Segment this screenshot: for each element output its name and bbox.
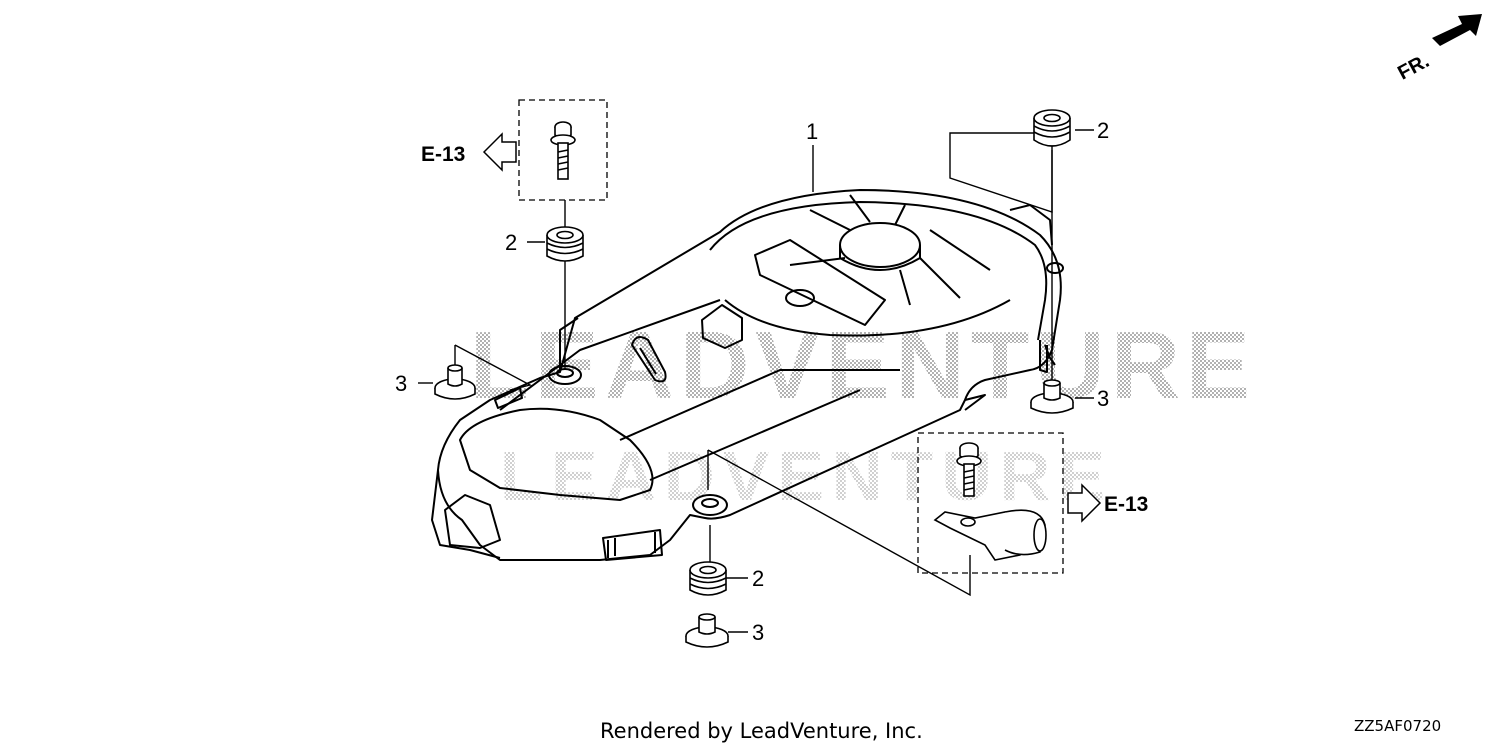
collar-left xyxy=(434,364,476,400)
collar-bottom xyxy=(685,613,729,648)
front-direction-arrow-icon xyxy=(1432,14,1482,46)
reference-label-left: E-13 xyxy=(421,143,465,166)
belt-cover xyxy=(431,189,1064,561)
callout-3-right: 3 xyxy=(1097,386,1109,411)
reference-label-right: E-13 xyxy=(1104,493,1148,516)
watermark-line-1: LEADVENTURE xyxy=(470,312,1256,419)
watermark: LEADVENTURE LEADVENTURE xyxy=(470,312,1256,515)
grommet-top-right xyxy=(1033,109,1071,147)
footer-credit: Rendered by LeadVenture, Inc. xyxy=(600,719,923,743)
callout-2-bottom: 2 xyxy=(752,566,764,591)
clamp-bracket xyxy=(933,509,1047,561)
callout-2-left: 2 xyxy=(505,230,517,255)
callout-2-top-right: 2 xyxy=(1097,118,1109,143)
callout-3-bottom: 3 xyxy=(752,620,764,645)
grommet-bottom xyxy=(689,561,727,596)
callout-1: 1 xyxy=(806,119,818,144)
dashed-boxes xyxy=(518,99,1064,574)
front-direction-label: FR. xyxy=(1394,50,1433,85)
collar-right xyxy=(1030,379,1074,414)
grommet-left xyxy=(546,226,584,262)
callout-labels: 1 2 2 2 3 3 3 xyxy=(395,118,1109,645)
watermark-line-2: LEADVENTURE xyxy=(500,437,1113,515)
ref-arrow-left xyxy=(482,132,517,172)
bolt-right-box xyxy=(956,442,982,497)
ref-arrow-right xyxy=(1067,483,1102,523)
callout-3-left: 3 xyxy=(395,371,407,396)
diagram-code: ZZ5AF0720 xyxy=(1354,717,1441,735)
bolt-top-left xyxy=(550,121,576,180)
